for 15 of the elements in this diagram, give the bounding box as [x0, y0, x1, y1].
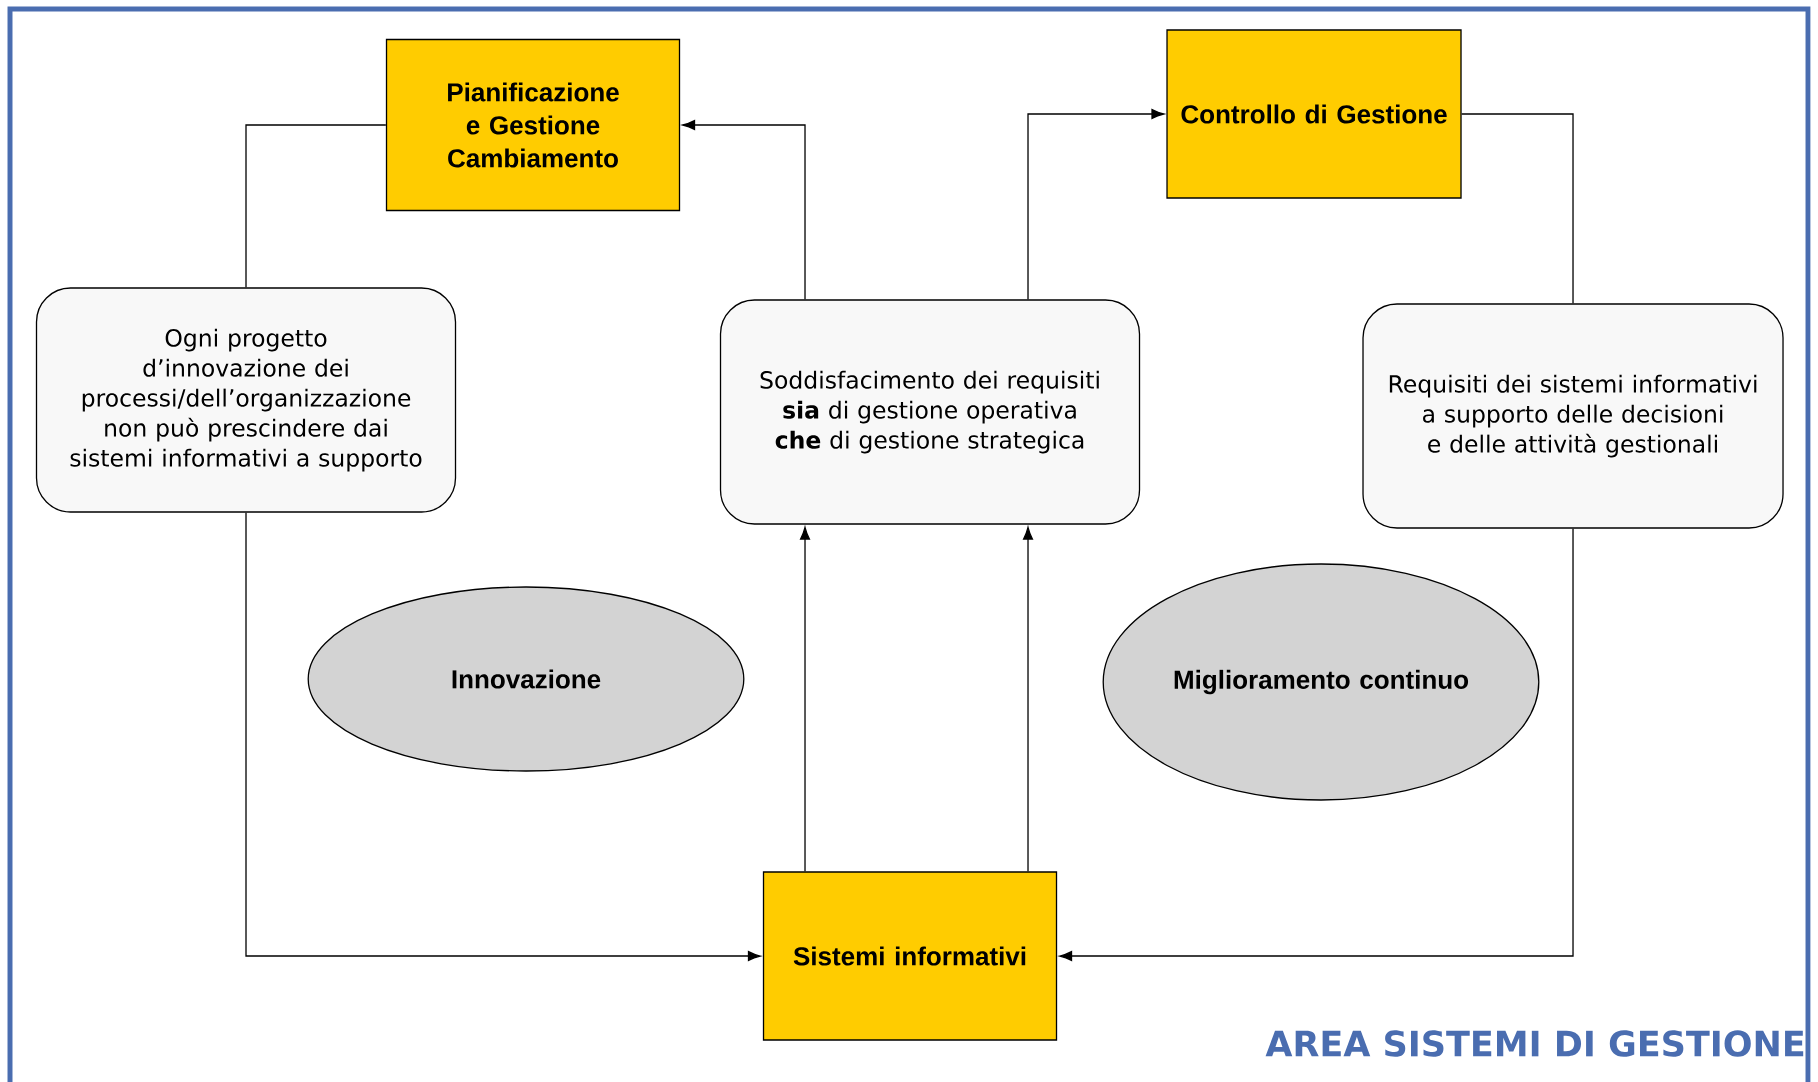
rounded-box: Ogni progetto d’innovazione dei processi/dell’organizzazione non può prescindere dai sistemi informativi a supporto — [35, 287, 457, 513]
arrow — [800, 526, 811, 872]
process-box: Controllo di Gestione — [1166, 29, 1462, 199]
process-box: Pianificazione e Gestione Cambiamento — [385, 38, 681, 212]
connector-line — [245, 124, 387, 288]
rounded-box: Soddisfacimento dei requisiti sia di gestione operativa che di gestione strategica — [719, 299, 1141, 525]
section-label: AREA SISTEMI DI GESTIONE — [1265, 1030, 1804, 1057]
process-box: Sistemi informativi — [762, 871, 1058, 1041]
arrow — [1059, 528, 1574, 962]
arrow — [245, 512, 761, 962]
arrow — [1027, 108, 1165, 300]
rounded-box: Requisiti dei sistemi informativi a supporto delle decisioni e delle attività gestionali — [1362, 303, 1784, 529]
arrow — [682, 119, 806, 300]
arrow — [1023, 526, 1034, 872]
connector-line — [1461, 113, 1574, 304]
